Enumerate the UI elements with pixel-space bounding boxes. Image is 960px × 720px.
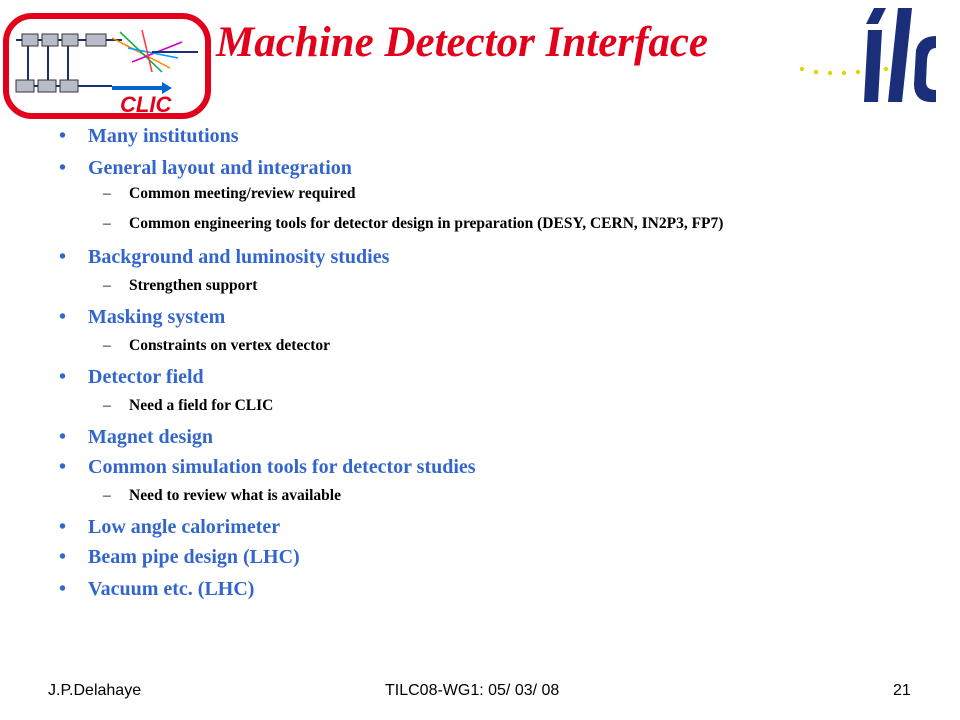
bullet-text: Masking system xyxy=(88,306,226,328)
bullet-text: Vacuum etc. (LHC) xyxy=(88,578,255,600)
footer-page-number: 21 xyxy=(893,682,911,699)
sub-bullet-text: Need to review what is available xyxy=(129,487,341,504)
bullet-marker: • xyxy=(59,516,67,538)
dash-marker: – xyxy=(103,487,111,504)
bullet-marker: • xyxy=(59,366,67,388)
bullet-item: • Background and luminosity studies xyxy=(59,246,390,269)
bullet-marker: • xyxy=(59,546,67,568)
clic-logo: CLIC xyxy=(3,13,211,119)
bullet-item: • General layout and integration xyxy=(59,157,352,180)
bullet-item: • Beam pipe design (LHC) xyxy=(59,546,300,569)
ilc-logo xyxy=(799,8,936,103)
sub-bullet-item: – Need to review what is available xyxy=(103,487,341,505)
footer-event: TILC08-WG1: 05/ 03/ 08 xyxy=(385,682,560,699)
bullet-marker: • xyxy=(59,306,67,328)
sub-bullet-item: – Common engineering tools for detector d… xyxy=(103,215,724,233)
sub-bullet-text: Need a field for CLIC xyxy=(129,397,274,414)
sub-bullet-item: – Strengthen support xyxy=(103,277,258,295)
bullet-text: Beam pipe design (LHC) xyxy=(88,546,300,568)
bullet-text: Magnet design xyxy=(88,426,213,448)
bullet-marker: • xyxy=(59,246,67,268)
slide-content: • Many institutions • General layout and in… xyxy=(59,125,724,601)
dash-marker: – xyxy=(103,277,111,294)
bullet-text: Many institutions xyxy=(88,125,239,147)
bullet-text: Low angle calorimeter xyxy=(88,516,281,538)
bullet-item: • Vacuum etc. (LHC) xyxy=(59,578,255,601)
bullet-item: • Low angle calorimeter xyxy=(59,516,281,539)
bullet-text: Background and luminosity studies xyxy=(88,246,390,268)
bullet-marker: • xyxy=(59,426,67,448)
sub-bullet-text: Common meeting/review required xyxy=(129,185,356,202)
bullet-marker: • xyxy=(59,157,67,179)
dash-marker: – xyxy=(103,185,111,202)
sub-bullet-text: Constraints on vertex detector xyxy=(129,337,331,354)
sub-bullet-text: Strengthen support xyxy=(129,277,258,294)
bullet-item: • Masking system xyxy=(59,306,226,329)
bullet-item: • Magnet design xyxy=(59,426,213,449)
dash-marker: – xyxy=(103,337,111,354)
sub-bullet-item: – Constraints on vertex detector xyxy=(103,337,331,355)
footer-author: J.P.Delahaye xyxy=(48,682,142,699)
bullet-text: General layout and integration xyxy=(88,157,352,179)
svg-text:CLIC: CLIC xyxy=(120,92,172,117)
bullet-marker: • xyxy=(59,125,67,147)
bullet-item: • Detector field xyxy=(59,366,204,389)
dash-marker: – xyxy=(103,215,111,232)
slide-title: Machine Detector Interface xyxy=(216,19,709,66)
dash-marker: – xyxy=(103,397,111,414)
bullet-text: Common simulation tools for detector stu… xyxy=(88,456,476,478)
bullet-item: • Many institutions xyxy=(59,125,239,148)
sub-bullet-item: – Need a field for CLIC xyxy=(103,397,274,415)
bullet-text: Detector field xyxy=(88,366,204,388)
sub-bullet-item: – Common meeting/review required xyxy=(103,185,356,203)
bullet-item: • Common simulation tools for detector st… xyxy=(59,456,476,479)
bullet-marker: • xyxy=(59,456,67,478)
bullet-marker: • xyxy=(59,578,67,600)
sub-bullet-text: Common engineering tools for detector de… xyxy=(129,215,724,232)
